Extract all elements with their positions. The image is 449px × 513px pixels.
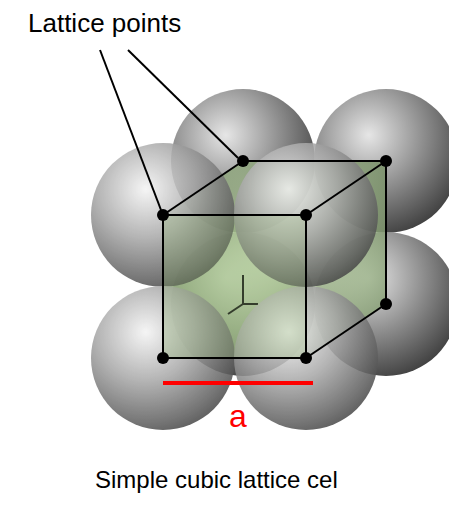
caption: Simple cubic lattice cel bbox=[95, 466, 338, 494]
callout-label: Lattice points bbox=[28, 8, 181, 39]
dimension-label: a bbox=[229, 398, 247, 435]
